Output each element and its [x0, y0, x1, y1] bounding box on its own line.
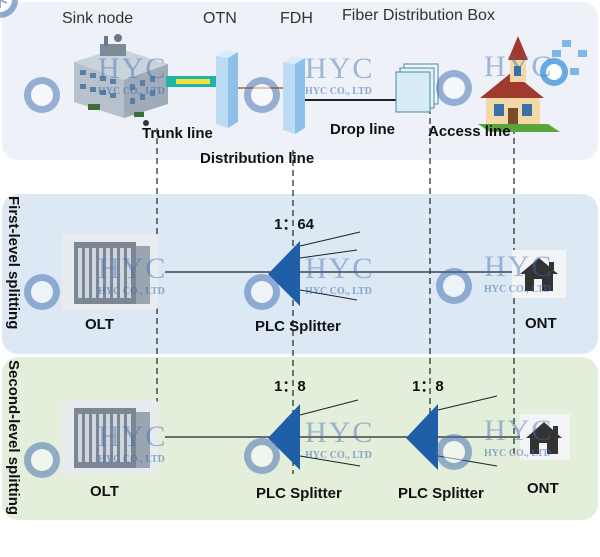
first-olt-device-icon [62, 234, 158, 310]
distribution-line-label: Distribution line [200, 150, 315, 167]
trunk-line-label: Trunk line [142, 125, 213, 142]
watermark-company-6: HYC CO., LTD [484, 284, 551, 295]
second-olt-label: OLT [90, 483, 119, 500]
watermark-brand-8: HYC [305, 416, 375, 449]
second-plc-splitter-1-label: PLC Splitter [256, 485, 342, 502]
first-ont-house-icon [512, 250, 566, 298]
watermark-company-7: HYC CO., LTD [98, 454, 165, 465]
sink-node-label: Sink node [62, 10, 134, 27]
second-plc-splitter-2-label: PLC Splitter [398, 485, 484, 502]
watermark-company-2: HYC CO., LTD [305, 86, 372, 97]
watermark-company-4: HYC CO., LTD [98, 286, 165, 297]
first-splitter-ratio: 1：64 [274, 216, 315, 233]
first-plc-splitter-icon [268, 241, 300, 306]
otn-label: OTN [203, 10, 237, 27]
watermark-company-8: HYC CO., LTD [305, 450, 372, 461]
house-icon [478, 36, 587, 132]
first-olt-label: OLT [85, 316, 114, 333]
watermark-brand-1: HYC [98, 52, 168, 85]
second-splitter-2-ratio: 1：8 [412, 378, 444, 395]
first-ont-label: ONT [525, 315, 557, 332]
first-plc-splitter-label: PLC Splitter [255, 318, 341, 335]
watermark-brand-7: HYC [98, 420, 168, 453]
sink-node-building-icon [74, 34, 168, 126]
watermark-logos [0, 0, 18, 18]
watermark-company-1: HYC CO., LTD [98, 86, 165, 97]
watermark-brand-2: HYC [305, 52, 375, 85]
second-ont-house-icon [520, 414, 570, 460]
watermark-brand-6: HYC [484, 250, 554, 283]
otn-cabinet-icon [216, 50, 238, 128]
watermark-company-9: HYC CO., LTD [484, 448, 551, 459]
fdh-label: FDH [280, 10, 313, 27]
drop-line-label: Drop line [330, 121, 396, 138]
access-line-label: Access line [428, 123, 511, 140]
watermark-brand-3: HYC [484, 50, 554, 83]
watermark-brand-4: HYC [98, 252, 168, 285]
second-level-splitting-label: Second-level splitting [5, 360, 22, 516]
second-plc-splitter-2-icon [406, 404, 438, 470]
fiber-distribution-box-label: Fiber Distribution Box [342, 7, 495, 24]
fiber-distribution-box-icon [395, 63, 439, 113]
second-ont-label: ONT [527, 480, 559, 497]
watermark-brand-5: HYC [305, 252, 375, 285]
watermark-company-5: HYC CO., LTD [305, 286, 372, 297]
watermark-brand-9: HYC [484, 414, 554, 447]
fdh-cabinet-icon [283, 56, 305, 134]
second-olt-device-icon [62, 400, 158, 474]
second-splitter-1-ratio: 1：8 [274, 378, 306, 395]
first-level-splitting-label: First-level splitting [5, 196, 22, 330]
second-plc-splitter-1-icon [268, 404, 300, 470]
